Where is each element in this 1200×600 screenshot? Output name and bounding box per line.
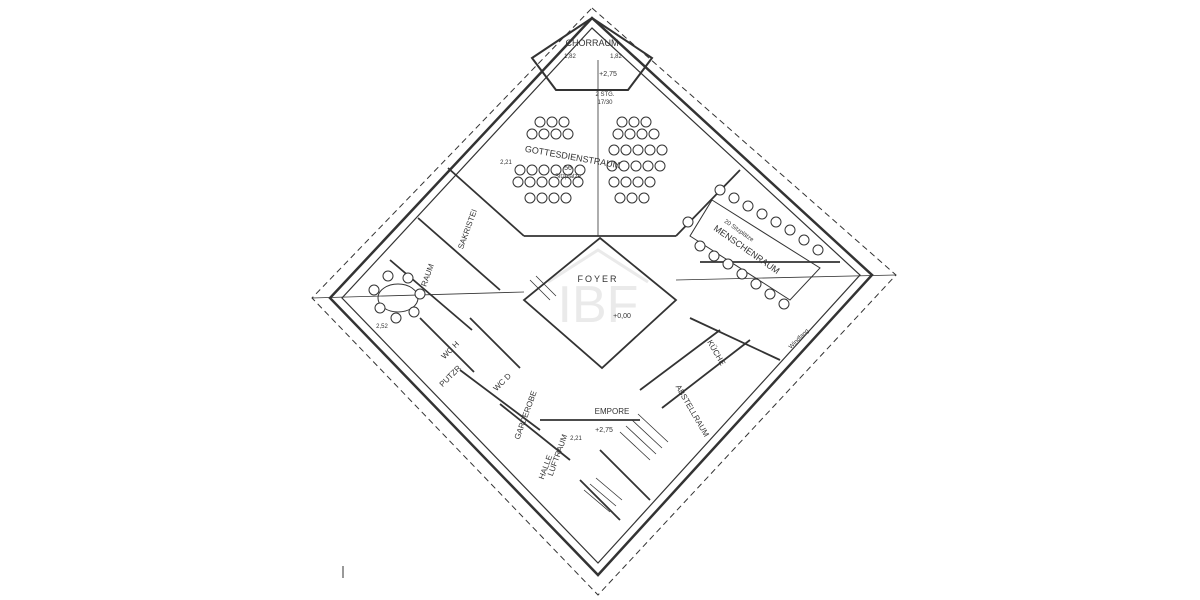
dim-d2: 1,82 [610,54,622,60]
label-chorraum: CHORRAUM [566,38,619,48]
label-gottesdienstraum-seats-unit: Sitzplätze [555,174,582,180]
label-stairs-note: 2 STG. [595,92,614,98]
watermark-logo: IBF [547,248,649,334]
label-kueche: KÜCHE [705,338,727,367]
foyer-outline [522,236,678,370]
dim-d3: 2,21 [500,160,512,166]
label-menschenraum: MENSCHENRAUM [712,223,782,276]
chorraum-apse [530,16,654,91]
label-putzr: PUTZR [438,363,463,388]
site-outline [311,7,897,596]
stairs [529,275,669,513]
label-stairs-ratio: 17/30 [597,100,613,106]
watermark-text: IBF [558,276,639,334]
label-garderobe: GARDEROBE [513,390,539,441]
label-sakristei: SAKRISTEI [456,208,479,250]
label-foyer: FOYER [577,274,618,284]
elevation-empore: +2,75 [595,427,613,434]
dim-d4: 2,21 [570,436,582,442]
label-gottesdienstraum: GOTTESDIENSTRAUM [524,144,621,171]
seating-raum [368,270,426,324]
label-abstellraum: ABSTELLRAUM [674,383,711,439]
dim-d1: 1,82 [564,54,576,60]
label-wc-h: WC H [440,339,462,361]
elevation-foyer: +0,00 [613,313,631,320]
elevation-top: +2,75 [599,71,617,78]
label-raum: RAUM [419,262,436,288]
label-gottesdienstraum-seats: 56 [564,165,572,172]
label-empore: EMPORE [595,407,630,416]
building-outer-wall [328,16,874,577]
dim-d5: 2,52 [376,324,388,330]
seating-gottesdienstraum [512,116,668,204]
label-luftraum: LUFTRAUM [546,433,569,477]
seating-menschenraum [682,184,824,310]
building-inner-wall [341,27,861,564]
label-wc-d: WC D [492,371,514,393]
